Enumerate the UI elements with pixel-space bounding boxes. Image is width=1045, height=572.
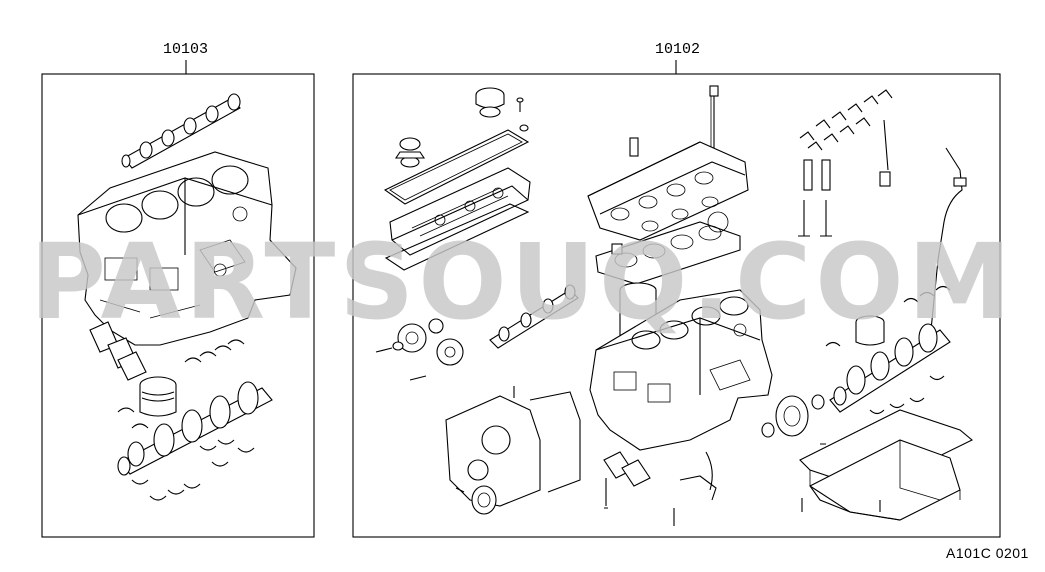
- short-block-panel[interactable]: [41, 60, 315, 538]
- part-number-engine-assembly[interactable]: 10102: [655, 41, 701, 58]
- fasteners-top: [394, 97, 529, 168]
- rocker-cover-lower-gasket: [384, 203, 530, 271]
- rocker-cover-gasket: [383, 129, 530, 205]
- camshaft-right: [489, 284, 579, 349]
- engine-block-right: [589, 289, 773, 451]
- lower-fasteners: [603, 451, 803, 526]
- watermark-text: PARTSOUQ.COM: [29, 221, 1016, 343]
- head-gasket: [595, 221, 741, 285]
- valvetrain-parts: [798, 89, 893, 237]
- bearing-caps-left: [89, 321, 147, 381]
- oil-filler-cap: [475, 87, 505, 118]
- bearing-shells-left: [117, 339, 255, 501]
- bearing-shells-right: [825, 285, 951, 415]
- rocker-cover: [389, 167, 531, 256]
- crank-pulley: [761, 394, 825, 438]
- cylinder-head: [587, 141, 749, 241]
- dipstick: [929, 147, 967, 341]
- diagram-reference-code: A101C 0201: [946, 545, 1029, 561]
- crankshaft-right: [829, 323, 951, 413]
- piston-left: [139, 376, 177, 417]
- camshaft-left: [121, 93, 241, 169]
- head-bolt: [629, 85, 719, 157]
- crankshaft-left: [117, 381, 273, 476]
- engine-assembly-panel[interactable]: [352, 60, 1001, 538]
- cylinder-block-left: [77, 151, 297, 346]
- timing-cover: [445, 386, 581, 515]
- piston-right: [855, 315, 885, 346]
- oil-pan: [799, 409, 974, 521]
- part-number-short-block[interactable]: 10103: [163, 41, 209, 58]
- timing-gears: [375, 318, 464, 381]
